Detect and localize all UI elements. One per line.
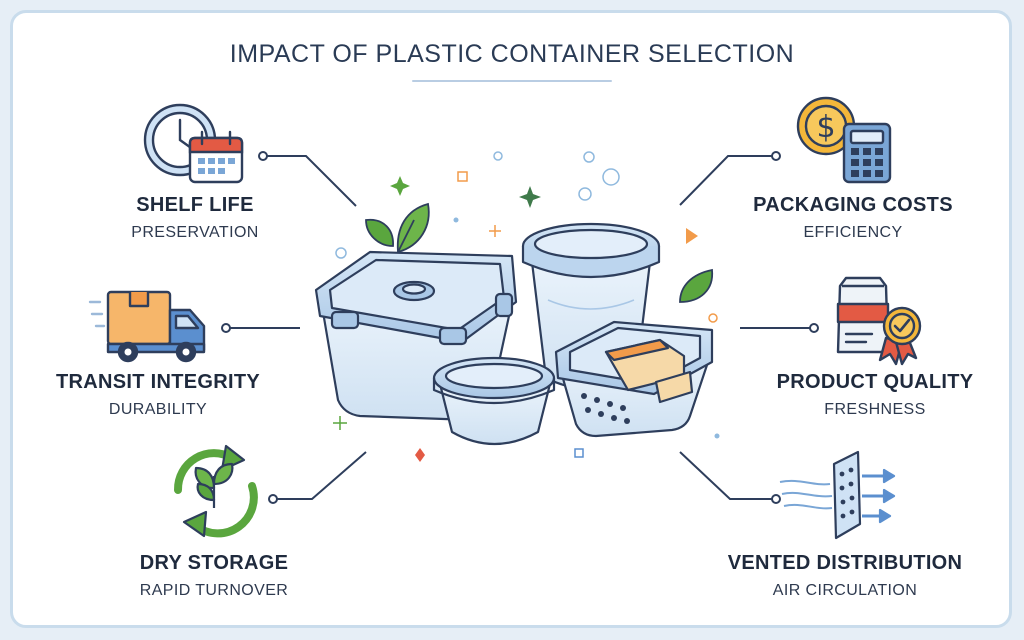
factor-dry-storage: DRY STORAGE RAPID TURNOVER — [74, 552, 354, 600]
clock-calendar-icon — [143, 103, 244, 184]
vent-airflow-icon — [779, 450, 896, 540]
factor-shelf-life: SHELF LIFE PRESERVATION — [55, 194, 335, 242]
factor-title: SHELF LIFE — [136, 194, 254, 216]
connector-quality — [740, 323, 819, 333]
plastic-containers-illustration — [314, 222, 714, 446]
connector-dry-storage — [268, 451, 367, 504]
factor-subtitle: PRESERVATION — [131, 224, 259, 241]
factor-subtitle: RAPID TURNOVER — [139, 582, 289, 599]
small-round-bowl — [432, 356, 556, 446]
factor-vented-distribution: VENTED DISTRIBUTION AIR CIRCULATION — [705, 552, 985, 600]
connector-transit — [221, 323, 300, 333]
factor-subtitle: DURABILITY — [108, 401, 208, 418]
recycle-leaf-icon — [173, 444, 258, 538]
factor-title: TRANSIT INTEGRITY — [56, 371, 260, 393]
factor-packaging-costs: PACKAGING COSTS EFFICIENCY — [713, 194, 993, 242]
delivery-truck-icon — [88, 290, 206, 363]
factor-title: VENTED DISTRIBUTION — [727, 552, 963, 574]
quality-badge-icon — [836, 276, 922, 366]
factor-transit-integrity: TRANSIT INTEGRITY DURABILITY — [18, 371, 298, 419]
factor-product-quality: PRODUCT QUALITY FRESHNESS — [735, 371, 1015, 419]
sparkle-decorations — [333, 151, 720, 462]
vented-labeled-container — [554, 320, 714, 438]
factor-subtitle: AIR CIRCULATION — [772, 582, 918, 599]
factor-title: PACKAGING COSTS — [753, 194, 953, 216]
svg-text:$: $ — [816, 110, 835, 145]
factor-title: DRY STORAGE — [139, 552, 289, 574]
leaf-decorations — [365, 202, 713, 303]
connector-packaging — [679, 151, 781, 206]
factor-title: PRODUCT QUALITY — [776, 371, 974, 393]
title-underline — [412, 80, 612, 82]
large-rectangular-container — [314, 250, 518, 422]
page-title: IMPACT OF PLASTIC CONTAINER SELECTION — [229, 40, 795, 68]
factor-subtitle: FRESHNESS — [824, 401, 926, 418]
factor-subtitle: EFFICIENCY — [803, 224, 903, 241]
connector-lines — [221, 151, 819, 504]
connector-shelf-life — [258, 151, 357, 207]
coin-calculator-icon: $ — [796, 96, 892, 184]
connector-vented — [679, 451, 781, 504]
